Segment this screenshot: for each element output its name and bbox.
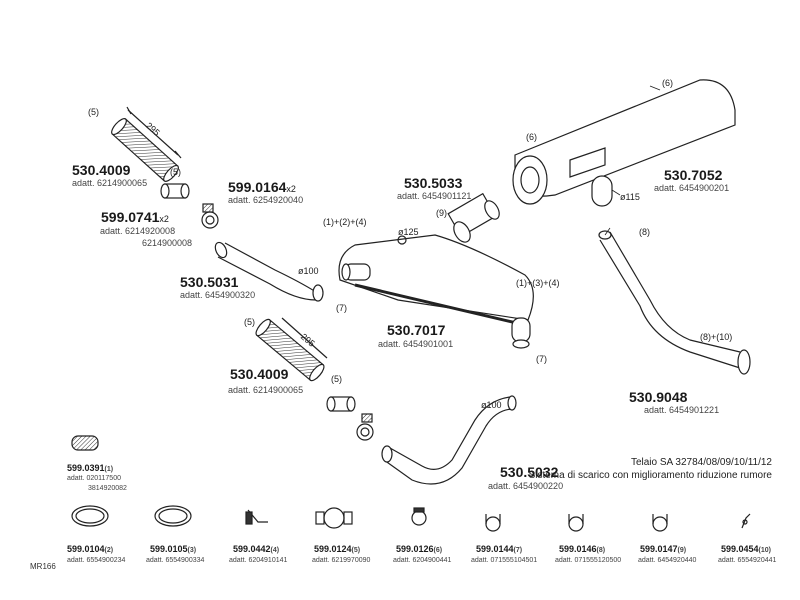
sleeve-ring-icon	[326, 396, 356, 412]
spring-clip-icon	[741, 513, 751, 529]
part-adapter: adatt. 6454901001	[378, 339, 454, 349]
part-adapter: adatt. 6554920441	[718, 557, 777, 564]
part-adapter: adatt. 6254920040	[228, 195, 304, 205]
part-code[interactable]: 599.0126(6)	[396, 544, 443, 555]
front-muffler-icon	[338, 234, 534, 349]
part-code[interactable]: 599.0147(9)	[640, 544, 687, 555]
bracket-icon	[245, 509, 268, 525]
gasket-icon	[71, 435, 99, 451]
part-code[interactable]: 599.0741x2	[101, 209, 169, 225]
tail-pipe-icon	[598, 230, 751, 375]
qty-label: (5)	[331, 374, 342, 384]
sleeve-ring-icon	[160, 183, 190, 199]
part-code[interactable]: 599.0105(3)	[150, 544, 197, 555]
u-clamp-icon	[568, 514, 584, 532]
part-adapter: adatt. 6214900065	[72, 178, 148, 188]
diameter-label: ø100	[481, 400, 502, 410]
diameter-label: ø115	[620, 192, 640, 202]
part-adapter: adatt. 071555104501	[471, 557, 538, 564]
part-code[interactable]: 599.0146(8)	[559, 544, 606, 555]
part-adapter: 6214900008	[142, 238, 193, 248]
qty-label: (7)	[536, 354, 547, 364]
long-pipe-icon	[381, 395, 517, 485]
flex-pipe-icon	[255, 317, 328, 382]
part-adapter: adatt. 6454900320	[180, 290, 256, 300]
u-clamp-icon	[485, 514, 501, 532]
part-adapter: adatt. 6454901121	[397, 191, 472, 201]
part-code[interactable]: 530.4009	[230, 366, 289, 382]
part-adapter: adatt. 6554900334	[146, 557, 205, 564]
part-code[interactable]: 599.0104(2)	[67, 544, 114, 555]
diameter-label: ø100	[298, 266, 319, 276]
flex-pipe-icon	[111, 106, 182, 182]
diameter-label: ø125	[398, 227, 419, 237]
clamp-ring-icon	[154, 505, 192, 527]
connector-label: (1)+(2)+(4)	[323, 217, 367, 227]
u-clamp-icon	[411, 507, 427, 526]
document-code: MR166	[30, 562, 56, 571]
qty-label: (6)	[662, 78, 673, 88]
part-adapter: adatt. 6214900065	[228, 385, 304, 395]
band-clamp-icon	[315, 507, 353, 529]
part-adapter: adatt. 020117500	[67, 475, 121, 482]
qty-label: (6)	[526, 132, 537, 142]
part-code[interactable]: 530.9048	[629, 389, 688, 405]
part-code[interactable]: 530.5033	[404, 175, 463, 191]
part-code[interactable]: 530.4009	[72, 162, 131, 178]
chassis-title: Telaio SA 32784/08/09/10/11/12	[630, 457, 772, 468]
part-adapter: adatt. 6454920440	[638, 557, 697, 564]
qty-label: (5)	[244, 317, 255, 327]
part-adapter: 3814920082	[88, 485, 127, 492]
part-code[interactable]: 530.5032	[500, 464, 559, 480]
part-code[interactable]: 599.0442(4)	[233, 544, 280, 555]
clamp-icon	[356, 413, 374, 441]
part-code[interactable]: 530.7052	[664, 167, 723, 183]
bent-pipe-icon	[214, 241, 324, 302]
part-adapter: adatt. 6214920008	[100, 226, 176, 236]
part-code[interactable]: 599.0391(1)	[67, 463, 114, 474]
u-clamp-icon	[652, 514, 668, 532]
part-adapter: adatt. 071555120500	[555, 557, 622, 564]
part-adapter: adatt. 6204910141	[229, 557, 288, 564]
clamp-ring-icon	[71, 505, 109, 527]
qty-label: (5)	[88, 107, 99, 117]
rear-muffler-icon	[512, 79, 736, 207]
part-adapter: adatt. 6454901221	[644, 405, 720, 415]
part-adapter: adatt. 6204900441	[393, 557, 452, 564]
qty-label: (7)	[336, 303, 347, 313]
qty-label: (8)	[639, 227, 650, 237]
part-adapter: adatt. 6454900220	[488, 481, 564, 491]
qty-label: (9)	[436, 208, 447, 218]
qty-label: (5)	[170, 167, 181, 177]
system-description: Sistema di scarico con miglioramento rid…	[528, 470, 772, 481]
part-code[interactable]: 599.0144(7)	[476, 544, 523, 555]
part-adapter: adatt. 6454900201	[654, 183, 730, 193]
part-adapter: adatt. 6554900234	[67, 557, 126, 564]
connector-label: (1)+(3)+(4)	[516, 278, 560, 288]
part-code[interactable]: 530.5031	[180, 274, 239, 290]
part-code[interactable]: 599.0164x2	[228, 179, 296, 195]
qty-label: (8)+(10)	[700, 332, 733, 342]
part-code[interactable]: 599.0124(5)	[314, 544, 361, 555]
part-adapter: adatt. 6219970090	[312, 557, 371, 564]
part-code[interactable]: 530.7017	[387, 322, 446, 338]
part-code[interactable]: 599.0454(10)	[721, 544, 771, 555]
connector-pipe-icon	[447, 192, 500, 243]
clamp-icon	[201, 203, 219, 229]
